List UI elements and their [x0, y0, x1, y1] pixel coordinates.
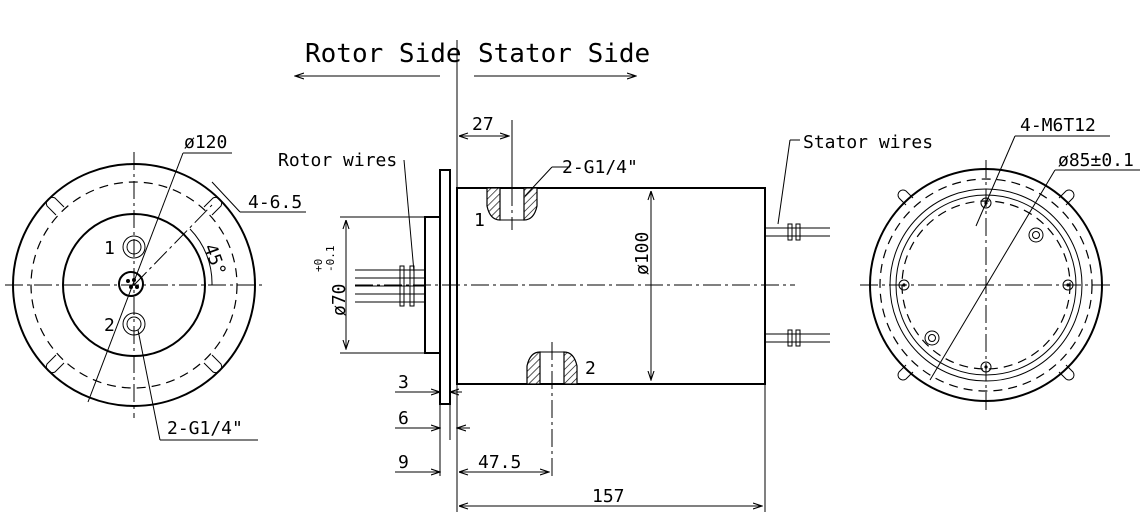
threads-leader — [975, 135, 1016, 227]
stator-wires-label: Stator wires — [803, 132, 933, 153]
angle-arc — [189, 228, 213, 286]
mounting-slot — [45, 196, 223, 374]
port-1: 1 — [104, 235, 146, 259]
dim-70-tol-lower: -0.1 — [324, 246, 337, 273]
top-port-thread-label: 2-G1/4" — [562, 157, 638, 178]
stator-port-icons — [924, 227, 1044, 346]
top-port-section: 1 — [474, 130, 538, 231]
tapped-hole — [898, 197, 1074, 373]
dim-157-label: 157 — [592, 486, 625, 507]
dim-47-5-label: 47.5 — [478, 452, 521, 473]
dim-27-label: 27 — [472, 114, 494, 135]
rotor-wires-label: Rotor wires — [278, 150, 397, 171]
stator-side-label: Stator Side — [478, 39, 650, 69]
threads-label: 4-M6T12 — [1020, 115, 1096, 136]
port-1-label: 1 — [104, 238, 115, 259]
pcd-leader — [929, 169, 1056, 381]
flange-plate — [439, 169, 451, 405]
pcd-label: ø85±0.1 — [1058, 150, 1134, 171]
outer-diameter-label: ø120 — [184, 132, 227, 153]
stator-front-view: 4-M6T12 ø85±0.1 — [860, 115, 1140, 410]
stator-wires — [765, 223, 830, 347]
stator-wires-leader — [777, 139, 791, 225]
angle-line — [133, 204, 213, 286]
dim-100-label: ø100 — [632, 232, 653, 275]
rotor-front-view: ø120 4-6.5 45° 1 2 2-G1/4" — [5, 132, 306, 441]
diameter-line — [87, 152, 184, 403]
bottom-port-number: 2 — [585, 358, 596, 379]
top-port-leader — [524, 166, 553, 197]
holes-leader — [211, 181, 241, 213]
port-2-label: 2 — [104, 315, 115, 336]
port-thread-leader — [137, 329, 161, 441]
dim-6-label: 6 — [398, 408, 409, 429]
port-2: 2 — [104, 312, 146, 336]
bottom-port-section: 2 — [526, 342, 596, 478]
dim-70-tol-upper: +0 — [312, 259, 325, 272]
port-thread-label: 2-G1/4" — [167, 418, 243, 439]
dim-3-label: 3 — [398, 372, 409, 393]
holes-label: 4-6.5 — [248, 192, 302, 213]
main-body — [456, 187, 766, 385]
rotor-wires — [355, 265, 425, 307]
dim-70-label: ø70 — [329, 283, 350, 316]
stator-mounting-slot — [897, 189, 1075, 381]
dim-9-label: 9 — [398, 452, 409, 473]
top-port-number: 1 — [474, 210, 485, 231]
side-header: Rotor Side Stator Side — [295, 39, 650, 495]
rotor-wires-leader — [403, 159, 415, 273]
rotor-side-label: Rotor Side — [305, 39, 462, 69]
side-view: Rotor wires 1 2 2-G1/4" — [278, 114, 933, 512]
center-shaft — [118, 271, 144, 297]
